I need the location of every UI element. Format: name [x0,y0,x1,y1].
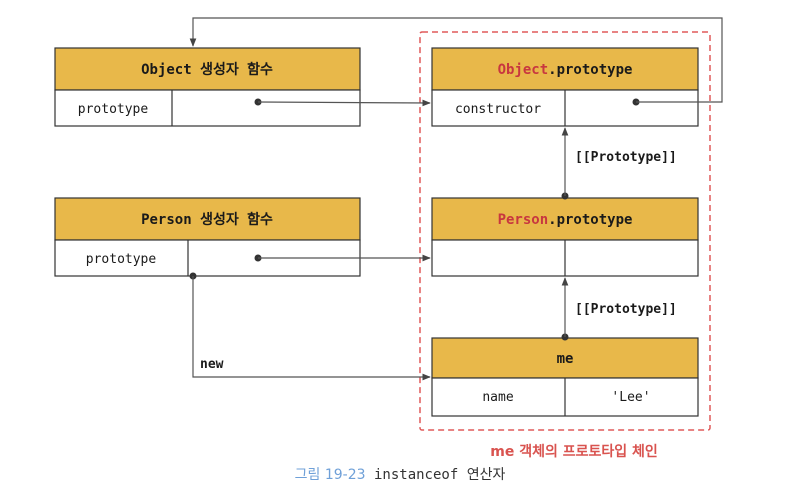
figure-caption: 그림 19-23 instanceof 연산자 [295,467,506,483]
arrow-person-ctor-new-to-me [189,272,431,381]
person-constructor-title: Person 생성자 함수 [141,211,273,228]
person-prototype-title: Person.prototype [498,212,633,228]
arrow-me-to-person-prototype [561,277,569,341]
arrow-object-prototype-constructor-to-object-ctor [189,17,723,106]
proto-link-label-upper: [[Prototype]] [575,150,677,165]
new-label: new [200,357,224,372]
arrow-object-ctor-to-object-prototype [254,98,431,107]
person-prototype-box: Person.prototype [431,197,699,277]
me-object-box: me name 'Lee' [431,337,699,417]
proto-link-label-lower: [[Prototype]] [575,302,677,317]
object-constructor-title: Object 생성자 함수 [141,61,273,78]
person-constructor-box: Person 생성자 함수 prototype [54,197,361,277]
prototype-chain-boundary [419,31,711,431]
arrow-person-prototype-to-object-prototype [561,127,569,200]
me-name-key-cell: name [482,390,513,405]
object-prototype-title: Object.prototype [498,62,633,78]
object-prototype-constructor-cell: constructor [455,102,541,117]
arrow-person-ctor-to-person-prototype [254,254,431,262]
person-constructor-prototype-cell: prototype [86,252,157,267]
object-constructor-box: Object 생성자 함수 prototype [54,47,361,127]
me-object-title: me [557,351,574,367]
object-constructor-prototype-cell: prototype [78,102,149,117]
object-prototype-box: Object.prototype constructor [431,47,699,127]
prototype-chain-label: me 객체의 프로토타입 체인 [490,443,658,460]
me-name-value-cell: 'Lee' [611,390,650,405]
